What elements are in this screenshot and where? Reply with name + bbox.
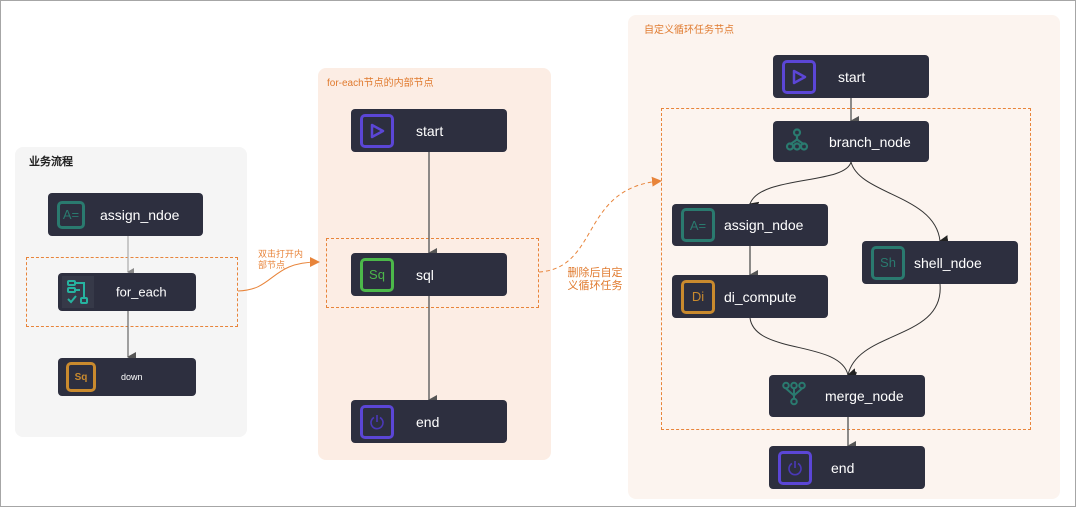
connector-after-delete: [538, 176, 662, 273]
node-label: down: [121, 372, 143, 382]
assign-icon: A=: [681, 208, 715, 242]
play-icon: [782, 59, 816, 94]
assign-icon: A=: [57, 200, 85, 229]
business-flow-title: 业务流程: [29, 156, 73, 168]
inner-node-end[interactable]: end: [351, 400, 507, 443]
node-assign-ndoe[interactable]: A= assign_ndoe: [48, 193, 203, 236]
after-delete-line2: 义循环任务: [567, 280, 623, 292]
play-icon: [360, 113, 394, 148]
after-delete-line1: 删除后自定: [567, 267, 623, 279]
node-label: end: [416, 413, 440, 430]
loop-node-merge[interactable]: merge_node: [769, 375, 925, 417]
shell-icon: Sh: [871, 245, 905, 280]
for-each-icon: [62, 276, 94, 308]
power-icon: [778, 450, 812, 485]
node-label: shell_ndoe: [914, 254, 982, 271]
loop-node-end[interactable]: end: [769, 446, 925, 489]
for-each-highlight-box: [26, 257, 238, 327]
merge-icon: [781, 381, 807, 411]
node-label: end: [831, 459, 855, 476]
sql-icon: Sq: [360, 257, 394, 292]
node-label: for_each: [116, 284, 167, 300]
loop-node-shell-ndoe[interactable]: Sh shell_ndoe: [862, 241, 1018, 284]
sql-highlight-box: [326, 238, 539, 308]
node-label: merge_node: [825, 388, 904, 404]
branch-icon: [785, 127, 809, 156]
loop-node-assign-ndoe[interactable]: A= assign_ndoe: [672, 204, 828, 246]
inner-node-start[interactable]: start: [351, 109, 507, 152]
double-click-annotation: 双击打开内部节点: [258, 249, 304, 270]
after-delete-annotation: 删除后自定 义循环任务: [563, 267, 627, 293]
node-label: sql: [416, 266, 434, 283]
node-label: branch_node: [829, 133, 911, 150]
loop-node-branch[interactable]: branch_node: [773, 121, 929, 162]
node-label: start: [838, 68, 866, 85]
for-each-inner-title: for-each节点的内部节点: [327, 78, 434, 89]
node-label: start: [416, 122, 444, 139]
edge-shell-to-merge: [847, 283, 941, 382]
loop-node-di-compute[interactable]: Di di_compute: [672, 275, 828, 318]
edge-di-to-merge: [749, 317, 857, 379]
sql-icon: Sq: [66, 362, 96, 392]
connector-open-inner: [237, 257, 320, 292]
inner-node-sql[interactable]: Sq sql: [351, 253, 507, 296]
custom-loop-title: 自定义循环任务节点: [644, 25, 734, 36]
node-for-each[interactable]: for_each: [58, 273, 196, 311]
node-label: assign_ndoe: [100, 206, 180, 223]
edge-branch-to-assign: [749, 161, 852, 212]
edge-branch-to-shell: [850, 161, 949, 246]
loop-node-start[interactable]: start: [773, 55, 929, 98]
node-down[interactable]: Sq down: [58, 358, 196, 396]
node-label: assign_ndoe: [724, 217, 804, 233]
di-icon: Di: [681, 279, 715, 314]
power-icon: [360, 404, 394, 439]
node-label: di_compute: [724, 288, 797, 305]
loop-body-highlight-box: [661, 108, 1031, 430]
